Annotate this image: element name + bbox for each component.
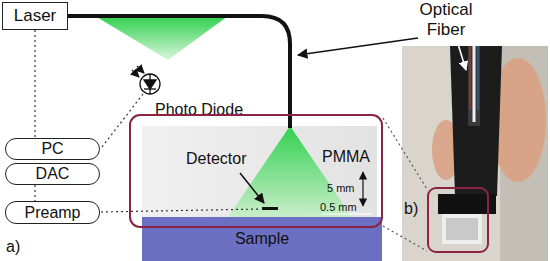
node-text: PMMA (322, 148, 370, 166)
node-text: Preamp (24, 204, 80, 222)
node-text: DAC (36, 165, 70, 183)
photo (402, 44, 548, 261)
zoom-outline (428, 188, 488, 252)
node-text: Sample (235, 230, 289, 248)
zoom-outline (130, 115, 382, 227)
laser-box: Laser (2, 2, 68, 30)
preamp-box: Preamp (5, 201, 100, 224)
signal-wire (101, 209, 261, 212)
part-label: Detector (186, 150, 246, 168)
dimension-line (322, 213, 372, 214)
light-fan (95, 16, 228, 60)
signal-wire (34, 185, 35, 201)
leader-arrow (240, 173, 264, 203)
dimension-label: 0.5 mm (320, 201, 357, 214)
part-label: Photo Diode (155, 101, 243, 119)
dac-box: DAC (5, 163, 100, 185)
panel-label: b) (404, 200, 418, 218)
panel-label: a) (6, 238, 20, 256)
photodiode-symbol (132, 66, 160, 94)
sample-band: Sample (142, 217, 382, 261)
node-text: PC (41, 140, 63, 158)
optical-fiber (68, 16, 290, 128)
dimension-arrow (362, 172, 363, 206)
detector-bar (262, 207, 278, 210)
leader-arrow (298, 38, 418, 55)
zoom-line (383, 226, 427, 251)
signal-wire (102, 94, 143, 147)
signal-wire (34, 30, 35, 138)
zoom-line (383, 118, 427, 189)
part-label: Optical Fiber (398, 0, 494, 39)
pc-box: PC (5, 138, 100, 160)
node-text: Laser (14, 7, 57, 26)
dimension-label: 5 mm (327, 182, 355, 195)
pmma-block (142, 126, 377, 217)
